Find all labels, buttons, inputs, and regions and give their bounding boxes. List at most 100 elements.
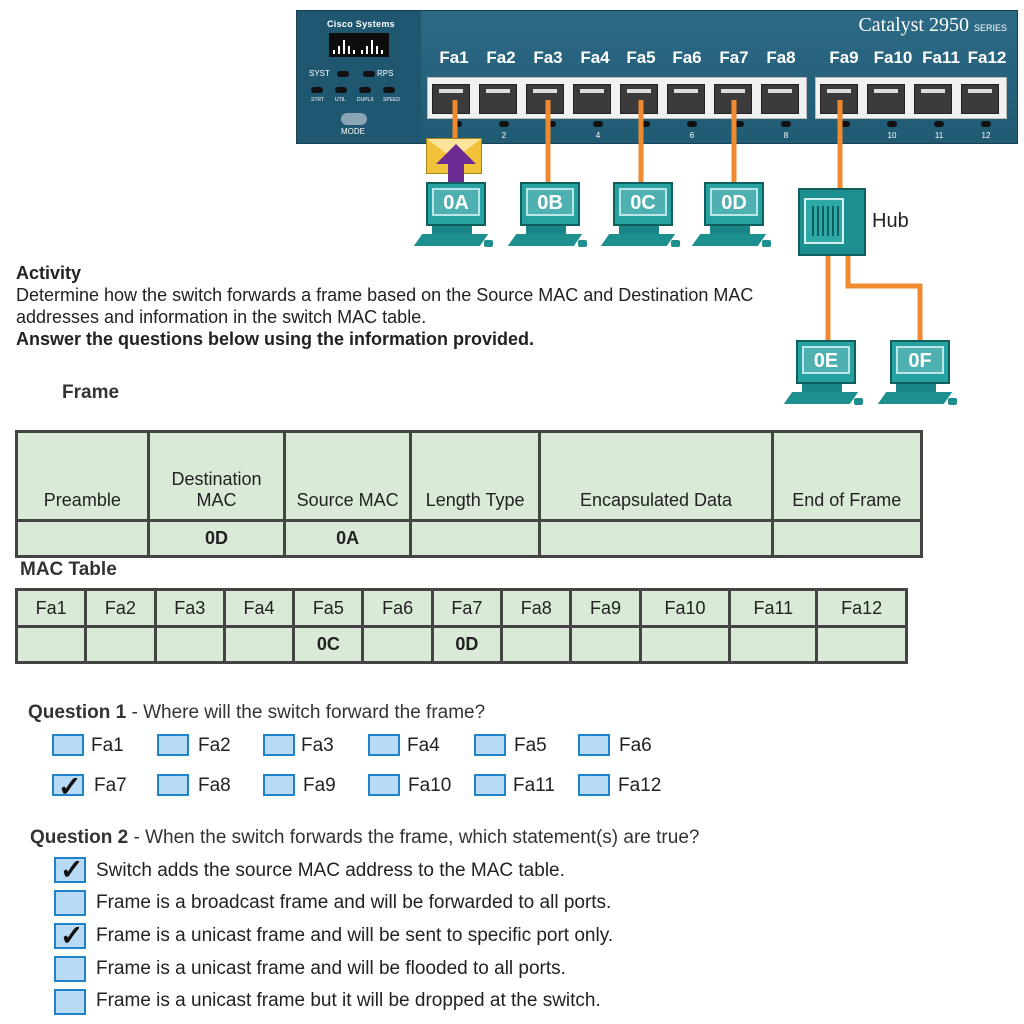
statement-3: Frame is a unicast frame and will be sen… [96, 925, 614, 946]
activity-text: Determine how the switch forwards a fram… [16, 285, 754, 327]
question-2-label: Question 2 [30, 827, 129, 848]
port-group-1-8 [427, 77, 807, 119]
port-label-fa12: Fa12 [967, 48, 1007, 67]
frame-table: Preamble Destination MAC Source MAC Leng… [15, 430, 924, 558]
option-label-fa4: Fa4 [407, 735, 440, 756]
frame-value-encapsulated-data [538, 519, 774, 558]
computer-0e[interactable]: 0E [783, 340, 863, 414]
mouse-icon [484, 240, 493, 247]
checkbox-fa9[interactable] [263, 774, 295, 796]
port-led-9 [840, 121, 850, 127]
mouse-icon [854, 398, 863, 405]
port-label-fa8: Fa8 [766, 48, 796, 67]
port-fa10[interactable] [867, 84, 905, 114]
checkbox-fa6[interactable] [578, 734, 610, 756]
option-label-fa8: Fa8 [198, 775, 231, 796]
led-label-util: UTIL [335, 97, 346, 103]
computer-0f[interactable]: 0F [877, 340, 957, 414]
port-fa6[interactable] [667, 84, 705, 114]
port-label-fa4: Fa4 [580, 48, 610, 67]
led-rps [363, 71, 375, 77]
checkbox-fa2[interactable] [157, 734, 189, 756]
statement-2: Frame is a broadcast frame and will be f… [96, 892, 612, 913]
mac-value-fa4 [222, 625, 296, 664]
mac-header-fa11: Fa11 [728, 588, 819, 628]
checkbox-fa7[interactable] [52, 770, 84, 803]
port-led-3 [546, 121, 556, 127]
port-label-fa7: Fa7 [719, 48, 749, 67]
port-led-12 [981, 121, 991, 127]
checkbox-fa8[interactable] [157, 774, 189, 796]
port-led-10 [887, 121, 897, 127]
mac-value-fa6 [361, 625, 434, 664]
activity-title: Activity [16, 263, 82, 283]
led-label-syst: SYST [309, 69, 330, 78]
switch-status-panel: Cisco Systems SYST RPS STRT UTIL DUPLX S… [297, 11, 421, 143]
checkbox-fa4[interactable] [368, 734, 400, 756]
checkbox-fa11[interactable] [474, 774, 506, 796]
checkbox-fa10[interactable] [368, 774, 400, 796]
port-led-11 [934, 121, 944, 127]
checkbox-fa12[interactable] [578, 774, 610, 796]
checkbox-statement-4[interactable] [54, 956, 86, 982]
computer-0c[interactable]: 0C [600, 182, 680, 256]
checkbox-fa5[interactable] [474, 734, 506, 756]
port-led-2 [499, 121, 509, 127]
statement-1: Switch adds the source MAC address to th… [96, 860, 565, 881]
computer-0d[interactable]: 0D [691, 182, 771, 256]
port-label-fa11: Fa11 [922, 48, 960, 67]
checkbox-fa3[interactable] [263, 734, 295, 756]
port-label-fa6: Fa6 [672, 48, 702, 67]
keyboard-icon [507, 234, 583, 246]
activity-instruction: Answer the questions below using the inf… [16, 329, 535, 349]
frame-value-destination-mac: 0D [146, 519, 287, 558]
checkbox-fa1[interactable] [52, 734, 84, 756]
frame-value-row: 0D 0A [15, 519, 924, 558]
port-number-4: 4 [595, 131, 601, 140]
checkbox-statement-3[interactable] [54, 919, 86, 952]
mac-header-fa5: Fa5 [292, 588, 365, 628]
hub-device[interactable] [798, 188, 866, 256]
port-fa11[interactable] [914, 84, 952, 114]
mac-header-fa2: Fa2 [84, 588, 157, 628]
checkbox-statement-2[interactable] [54, 890, 86, 916]
port-number-11: 11 [934, 131, 944, 140]
question-2: Question 2 - When the switch forwards th… [30, 827, 699, 849]
port-led-7 [734, 121, 744, 127]
checkbox-statement-1[interactable] [54, 853, 86, 886]
keyboard-icon [783, 392, 859, 404]
checkbox-statement-5[interactable] [54, 989, 86, 1015]
mode-button[interactable] [341, 113, 367, 125]
frame-header-row: Preamble Destination MAC Source MAC Leng… [15, 430, 924, 522]
port-fa12[interactable] [961, 84, 999, 114]
mac-header-fa6: Fa6 [361, 588, 434, 628]
monitor-icon: 0A [426, 182, 486, 226]
keyboard-icon [413, 234, 489, 246]
mode-label: MODE [341, 127, 365, 136]
cable-hub-0f [845, 254, 923, 344]
port-fa7[interactable] [714, 84, 752, 114]
port-led-5 [640, 121, 650, 127]
computer-0a[interactable]: 0A [413, 182, 493, 256]
mac-value-fa5: 0C [292, 625, 365, 664]
mac-header-fa1: Fa1 [14, 588, 88, 628]
option-label-fa5: Fa5 [514, 735, 547, 756]
port-fa1[interactable] [432, 84, 470, 114]
port-number-10: 10 [887, 131, 897, 140]
port-fa2[interactable] [479, 84, 517, 114]
mac-value-fa7: 0D [430, 625, 504, 664]
frame-title: Frame [62, 382, 120, 403]
frame-header-length-type: Length Type [408, 430, 542, 522]
mac-value-row: 0C 0D [14, 625, 908, 664]
port-label-fa10: Fa10 [873, 48, 913, 67]
option-label-fa2: Fa2 [198, 735, 231, 756]
monitor-icon: 0D [704, 182, 764, 226]
cisco-logo-text: Cisco Systems [327, 19, 395, 29]
statement-4: Frame is a unicast frame and will be flo… [96, 958, 566, 979]
option-label-fa10: Fa10 [408, 775, 452, 796]
computer-0b[interactable]: 0B [507, 182, 587, 256]
port-fa3[interactable] [526, 84, 564, 114]
port-fa8[interactable] [761, 84, 799, 114]
port-fa4[interactable] [573, 84, 611, 114]
port-group-9-12 [815, 77, 1007, 119]
